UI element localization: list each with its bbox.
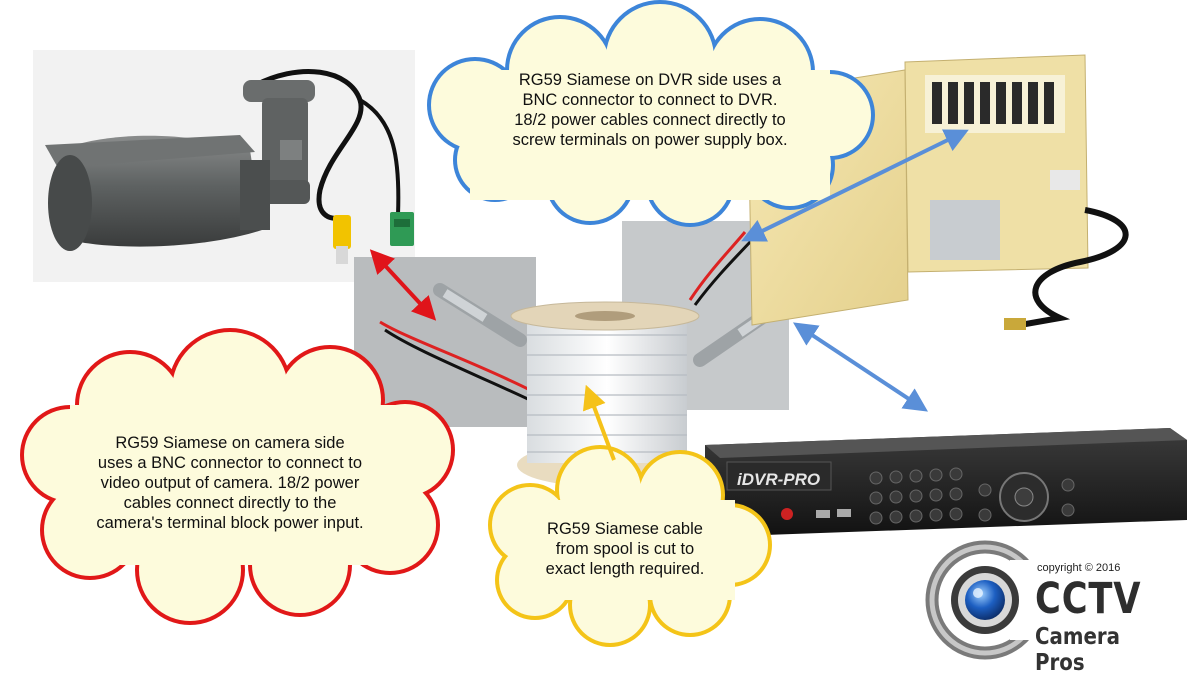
callout-line: video output of camera. 18/2 power: [100, 474, 360, 492]
callout-line: exact length required.: [545, 560, 705, 578]
callout-line: BNC connector to connect to DVR.: [522, 91, 778, 109]
spool-callout-cloud: [488, 445, 772, 647]
dvr-recorder-photo: [705, 428, 1187, 535]
callout-line: uses a BNC connector to connect to: [97, 454, 363, 472]
callout-line: from spool is cut to: [555, 540, 695, 558]
dvr-side-callout-text: RG59 Siamese on DVR side uses a BNC conn…: [455, 70, 845, 150]
logo-text-camera-pros: Camera Pros: [1035, 624, 1120, 676]
callout-line: 18/2 power cables connect directly to: [514, 111, 786, 129]
callout-line: screw terminals on power supply box.: [512, 131, 788, 149]
blue-arrow-cable-to-dvr: [792, 322, 929, 412]
copyright-notice: copyright © 2016: [1037, 562, 1121, 574]
camera-side-callout-text: RG59 Siamese on camera side uses a BNC c…: [50, 433, 410, 533]
callout-line: RG59 Siamese on DVR side uses a: [518, 71, 782, 89]
spool-callout-text: RG59 Siamese cable from spool is cut to …: [520, 519, 730, 579]
callout-line: cables connect directly to the: [123, 494, 337, 512]
bullet-camera-photo: [33, 50, 415, 282]
callout-line: RG59 Siamese cable: [547, 520, 703, 538]
dvr-brand-label: iDVR-PRO: [737, 470, 821, 489]
blue-arrow-cable-to-power-box: [741, 129, 969, 242]
camera-side-callout-cloud: [20, 328, 455, 625]
cctv-logo-icon: [925, 540, 1050, 660]
yellow-arrow-callout-to-spool: [582, 384, 616, 461]
logo-text-cctv: CCTV: [1035, 574, 1142, 624]
callout-line: camera's terminal block power input.: [96, 514, 364, 532]
red-arrow-camera-to-cable: [369, 249, 437, 321]
callout-line: RG59 Siamese on camera side: [115, 434, 345, 452]
